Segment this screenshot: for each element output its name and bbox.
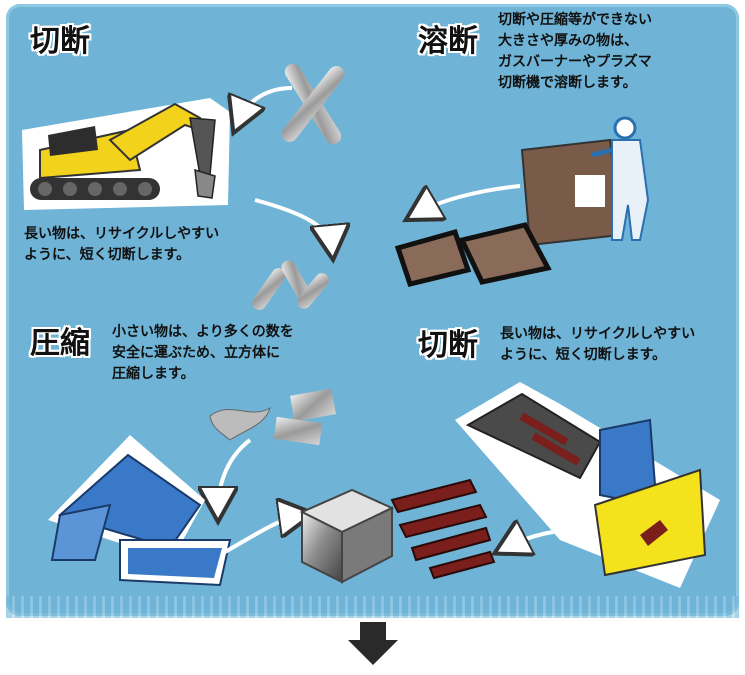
fused-blocks-illustration: [394, 222, 552, 287]
scrap-pieces-illustration: [209, 388, 336, 446]
cutting-top-line-1: 長い物は、リサイクルしやすい: [24, 226, 220, 242]
shear-machine-illustration: [455, 382, 720, 588]
arrow-press-to-cube: [224, 515, 302, 554]
down-arrow-icon: [348, 622, 398, 665]
arrow-worker-to-blocks: [416, 184, 521, 214]
torch-worker-illustration: [520, 116, 650, 247]
arrow-excavator-to-pieces: [254, 198, 332, 248]
fusion-line-1: 切断や圧縮等ができない: [498, 12, 652, 28]
rebar-stack-illustration: [390, 478, 496, 580]
crossed-pipes-illustration: [281, 63, 345, 145]
compressed-cube-illustration: [299, 488, 395, 584]
cutting-bottom-line-2: ように、短く切断します。: [500, 347, 667, 363]
background-edge: [6, 596, 739, 618]
heading-cutting-top: 切断: [30, 24, 90, 59]
arrow-pipes-to-excavator: [238, 86, 293, 122]
compress-line-1: 小さい物は、より多くの数を: [112, 324, 294, 340]
excavator-illustration: [22, 98, 230, 210]
cutting-bottom-line-1: 長い物は、リサイクルしやすい: [500, 326, 696, 342]
fusion-line-4: 切断機で溶断します。: [498, 75, 637, 91]
compactor-illustration: [48, 435, 232, 587]
heading-fusion-cutting: 溶断: [418, 24, 478, 59]
heading-compression: 圧縮: [30, 326, 90, 361]
compress-line-3: 圧縮します。: [112, 366, 195, 382]
heading-cutting-bottom: 切断: [418, 328, 478, 363]
compress-line-2: 安全に運ぶため、立方体に: [112, 345, 280, 361]
arrow-shear-to-rebar: [505, 530, 591, 548]
fusion-line-2: 大きさや厚みの物は、: [498, 33, 638, 49]
cut-pipes-illustration: [252, 260, 329, 310]
cutting-top-line-2: ように、短く切断します。: [24, 247, 191, 263]
fusion-line-3: ガスバーナーやプラズマ: [498, 54, 652, 70]
arrow-scrap-to-press: [218, 438, 252, 510]
